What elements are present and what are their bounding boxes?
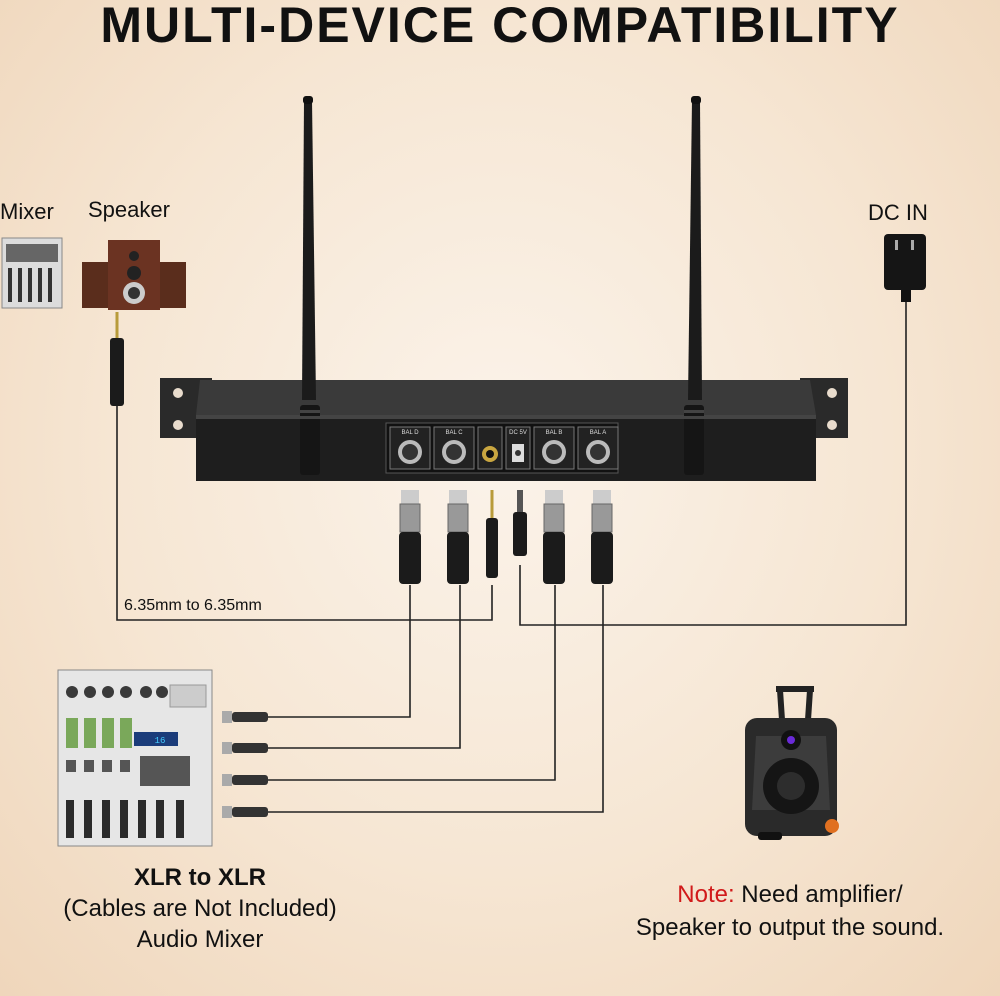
wire-xlr-1 <box>268 585 411 718</box>
wire-speaker <box>116 405 493 621</box>
wiring <box>116 300 907 813</box>
note-line2: Speaker to output the sound. <box>635 914 945 941</box>
port-label-dc: DC 5V <box>509 430 527 436</box>
portable-speaker <box>745 686 839 840</box>
port-label-bal-c: BAL C <box>445 430 463 436</box>
cable-type-label: 6.35mm to 6.35mm <box>124 597 262 614</box>
mixer-caption-note: (Cables are Not Included) <box>63 895 337 922</box>
mixer-caption-title: XLR to XLR <box>134 864 266 891</box>
port-label-bal-d: BAL D <box>401 430 419 436</box>
jack-plug <box>486 490 498 578</box>
xlr-port-bal-d <box>389 426 431 470</box>
speaker-set-thumbnail <box>82 240 186 310</box>
wire-dc <box>519 300 907 626</box>
mixer-caption-device: Audio Mixer <box>136 926 264 953</box>
mixer-xlr-4 <box>222 806 268 818</box>
note-line1: Need amplifier/ <box>734 881 903 908</box>
wireless-receiver: BAL D BAL C DC 5V BAL B BAL A <box>160 96 848 481</box>
speaker-jack-plug <box>110 312 124 406</box>
xlr-plug-2 <box>447 490 469 584</box>
wire-xlr-4 <box>268 585 604 813</box>
xlr-port-bal-b <box>533 426 575 470</box>
note-prefix: Note: <box>677 881 735 908</box>
xlr-port-bal-c <box>433 426 475 470</box>
antenna-left <box>300 96 320 475</box>
xlr-plug-4 <box>591 490 613 584</box>
mixer-xlr-3 <box>222 774 268 786</box>
audio-mixer-large: 16 <box>57 669 213 847</box>
mixer-xlr-connectors <box>222 711 268 818</box>
jack-port-6-35 <box>477 426 503 470</box>
dc-port <box>505 426 531 470</box>
port-label-bal-a: BAL A <box>590 430 606 436</box>
xlr-plug-1 <box>399 490 421 584</box>
speaker-label: Speaker <box>88 197 170 222</box>
xlr-plug-3 <box>543 490 565 584</box>
dc-adapter-thumbnail <box>884 234 926 302</box>
page-title: MULTI-DEVICE COMPATIBILITY <box>100 0 900 53</box>
dc-plug <box>513 490 527 556</box>
antenna-right <box>684 96 704 475</box>
wire-xlr-3 <box>268 585 556 781</box>
mixer-caption: XLR to XLR (Cables are Not Included) Aud… <box>30 862 370 955</box>
port-label-bal-b: BAL B <box>546 430 563 436</box>
amplifier-note: Note: Need amplifier/ Speaker to output … <box>610 878 970 944</box>
mixer-xlr-1 <box>222 711 268 723</box>
dc-in-label: DC IN <box>868 200 928 225</box>
wire-xlr-2 <box>268 585 461 749</box>
mixer-label: Mixer <box>0 199 54 224</box>
svg-text:16: 16 <box>155 736 166 746</box>
xlr-port-bal-a <box>577 426 619 470</box>
mixer-thumbnail <box>1 237 63 309</box>
mixer-xlr-2 <box>222 742 268 754</box>
